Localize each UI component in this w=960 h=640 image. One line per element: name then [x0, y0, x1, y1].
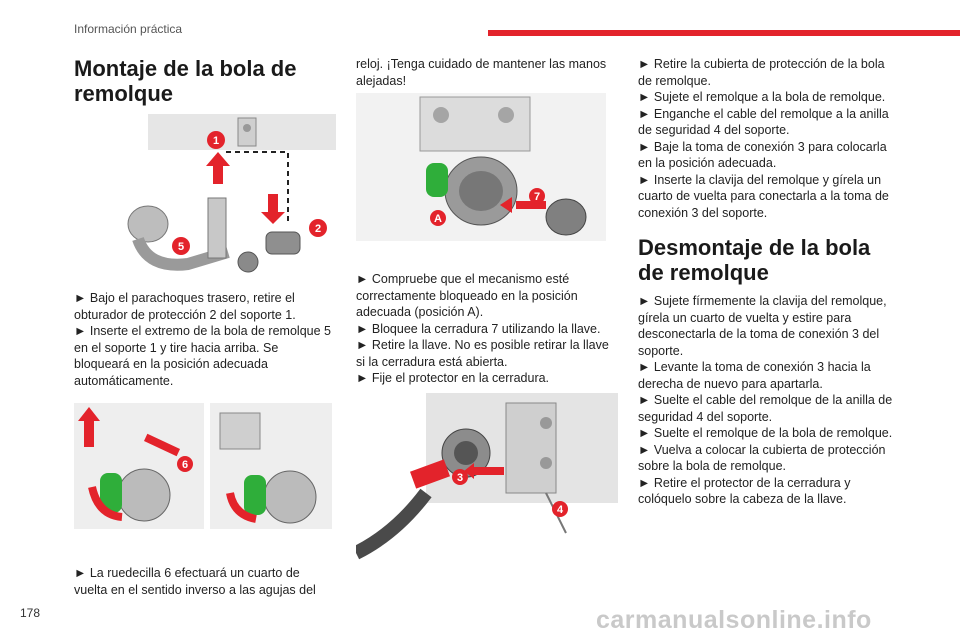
watermark: carmanualsonline.info	[596, 606, 872, 634]
svg-text:7: 7	[534, 191, 540, 203]
instruction-release-trailer: Suelte el remolque de la bola de remolqu…	[638, 425, 900, 442]
instruction-remove-key: Retire la llave. No es posible retirar l…	[356, 337, 618, 370]
badge-3: 3	[452, 468, 468, 485]
svg-text:5: 5	[178, 241, 184, 253]
svg-text:6: 6	[182, 459, 188, 471]
instruction-check-lock: Compruebe que el mecanismo esté correcta…	[356, 271, 618, 321]
column-1: Montaje de la bola de remolque 1 2 5 Baj…	[74, 56, 336, 598]
figure-socket-connection: 3 4	[352, 392, 618, 573]
badge-1: 1	[207, 131, 225, 149]
instruction-refit-cover: Vuelva a colocar la cubierta de protecci…	[638, 442, 900, 475]
instruction-wheel-turn: La ruedecilla 6 efectuará un cuarto de v…	[74, 565, 336, 598]
instruction-insert-plug: Inserte la clavija del remolque y gírela…	[638, 172, 900, 222]
figure-wheel-rotation: 6	[74, 403, 336, 529]
instruction-remove-protector: Retire el protector de la cerradura y co…	[638, 475, 900, 508]
badge-5: 5	[172, 237, 190, 255]
instruction-fit-protector: Fije el protector en la cerradura.	[356, 370, 618, 387]
column-2: reloj. ¡Tenga cuidado de mantener las ma…	[352, 56, 618, 573]
instruction-raise-socket: Levante la toma de conexión 3 hacia la d…	[638, 359, 900, 392]
svg-text:1: 1	[213, 135, 219, 147]
header-accent-bar	[488, 30, 960, 36]
instruction-insert-towball: Inserte el extremo de la bola de remolqu…	[74, 323, 336, 389]
svg-text:2: 2	[315, 223, 321, 235]
svg-text:4: 4	[557, 504, 564, 516]
badge-a: A	[430, 210, 446, 226]
badge-6: 6	[177, 456, 193, 472]
instruction-lock-key: Bloquee la cerradura 7 utilizando la lla…	[356, 321, 618, 338]
figure-towball-insertion: 1 2 5	[118, 114, 336, 274]
figure-lock-mechanism: 7 A	[356, 93, 606, 241]
section-title-removal: Desmontaje de la bola de remolque	[638, 235, 871, 285]
section-title-mounting: Montaje de la bola de remolque	[74, 56, 297, 106]
instruction-continuation: reloj. ¡Tenga cuidado de mantener las ma…	[356, 57, 607, 88]
instruction-release-cable: Suelte el cable del remolque de la anill…	[638, 392, 900, 425]
badge-2: 2	[309, 219, 327, 237]
instruction-remove-cap: Retire la cubierta de protección de la b…	[638, 56, 900, 89]
instruction-lower-socket: Baje la toma de conexión 3 para colocarl…	[638, 139, 900, 172]
instruction-remove-cover: Bajo el parachoques trasero, retire el o…	[74, 290, 336, 323]
svg-text:3: 3	[457, 472, 463, 484]
svg-text:A: A	[434, 213, 442, 225]
column-3: Retire la cubierta de protección de la b…	[638, 56, 900, 508]
page-number: 178	[20, 606, 41, 620]
badge-7: 7	[529, 188, 545, 204]
instruction-disconnect-plug: Sujete fírmemente la clavija del remolqu…	[638, 293, 900, 359]
instruction-attach-trailer: Sujete el remolque a la bola de remolque…	[638, 89, 900, 106]
badge-4: 4	[552, 500, 568, 517]
instruction-hook-cable: Enganche el cable del remolque a la anil…	[638, 106, 900, 139]
section-header: Información práctica	[74, 22, 183, 36]
